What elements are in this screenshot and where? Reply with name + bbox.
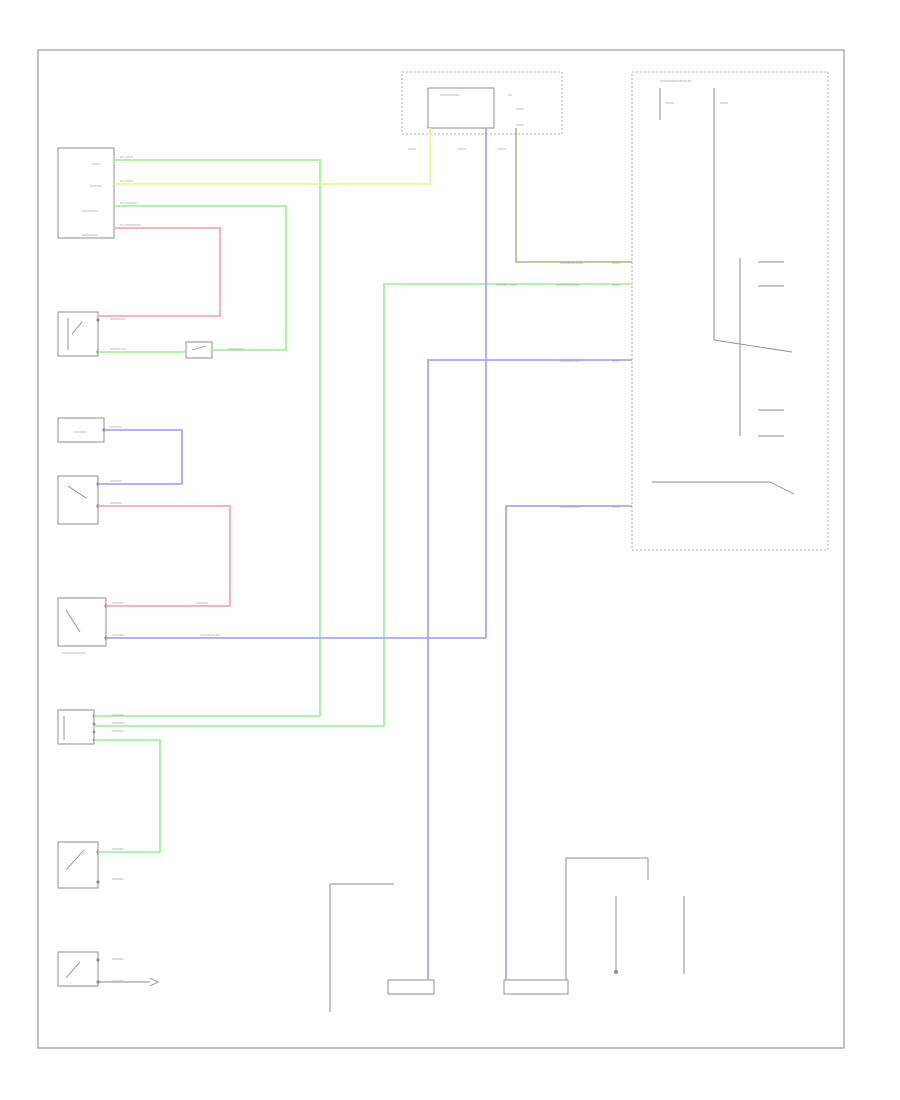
diagram-frame: [37, 49, 845, 1049]
svg-text:▭▭▭: ▭▭▭: [112, 632, 124, 637]
ground-mid-component: [614, 896, 618, 974]
svg-text:▭▭▭▭▭: ▭▭▭▭▭: [560, 358, 580, 363]
svg-text:▭▭: ▭▭: [612, 358, 620, 363]
svg-text:▭▭▭: ▭▭▭: [196, 600, 208, 605]
coolant-pressure-switch-component: [185, 341, 213, 359]
svg-text:▭▭: ▭▭: [612, 504, 620, 509]
wire-olive-1: [515, 128, 632, 263]
ac-pressure-switch-component: [57, 475, 100, 525]
svg-text:▭▭▭: ▭▭▭: [110, 478, 122, 483]
wire-red-2: [98, 505, 231, 607]
svg-text:▭▭▭: ▭▭▭: [112, 956, 124, 961]
svg-text:▭▭▭: ▭▭▭: [112, 712, 124, 717]
svg-text:▭▭▭▭▭▭: ▭▭▭▭▭▭: [556, 282, 580, 287]
radiator-fan-relay-component: [713, 258, 793, 437]
svg-text:▭▭▭▭▭▭: ▭▭▭▭▭▭: [62, 650, 86, 655]
svg-text:▭▭▭ ▭▭: ▭▭▭ ▭▭: [496, 282, 517, 287]
coolant-temp-switch-component: [57, 951, 100, 987]
fuse-box-component: ▭▭▭▭▭ ▭ ▭▭ ▭▭: [401, 71, 563, 135]
ac-compressor-component: ▭▭▭▭▭▭: [57, 597, 108, 655]
svg-text:▭ ▭▭: ▭ ▭▭: [120, 154, 133, 159]
svg-text:▭▭▭: ▭▭▭: [74, 429, 86, 434]
wire-green-4: [94, 283, 632, 727]
svg-text:▭▭: ▭▭: [612, 282, 620, 287]
svg-text:▭▭: ▭▭: [516, 122, 524, 127]
ground-left-component: [329, 883, 394, 1012]
svg-text:▭▭: ▭▭: [408, 146, 416, 151]
svg-text:▭▭▭▭: ▭▭▭▭: [110, 316, 126, 321]
wire-blue-3: [427, 359, 632, 980]
ac-compressor-relay-component: [652, 481, 795, 495]
radiator-fan-motor-component: [387, 979, 435, 995]
svg-text:▭: ▭: [508, 92, 512, 97]
svg-text:▭ ▭▭▭▭: ▭ ▭▭▭▭: [120, 222, 141, 227]
svg-text:▭▭▭: ▭▭▭: [90, 183, 102, 188]
ac-condenser-fan-motor-component: [503, 857, 649, 995]
svg-text:▭▭: ▭▭: [612, 260, 620, 265]
relay-box-component: ▭▭▭▭▭▭▭▭ ▭▭ ▭▭: [631, 71, 829, 551]
svg-text:▭▭▭▭▭▭▭▭: ▭▭▭▭▭▭▭▭: [660, 78, 692, 83]
svg-text:▭▭▭: ▭▭▭: [112, 728, 124, 733]
radiator-fan-switch-component: [57, 841, 100, 889]
svg-text:▭▭▭: ▭▭▭: [112, 876, 124, 881]
wire-code-tags: ▭ ▭▭ ▭ ▭▭ ▭ ▭▭▭ ▭ ▭▭▭▭ ▭▭▭▭ ▭▭▭▭ ▭▭▭▭ ▭▭…: [110, 146, 620, 983]
ground-point-component: [98, 977, 160, 987]
wire-blue-4: [505, 505, 632, 980]
wire-blue-1: [98, 429, 183, 485]
svg-text:▭▭▭▭: ▭▭▭▭: [228, 346, 244, 351]
svg-text:▭ ▭▭: ▭ ▭▭: [120, 178, 133, 183]
svg-text:▭▭▭: ▭▭▭: [112, 600, 124, 605]
svg-text:▭▭: ▭▭: [720, 100, 728, 105]
svg-text:▭▭▭▭▭: ▭▭▭▭▭: [200, 632, 220, 637]
wire-yellow-1: [114, 128, 431, 185]
svg-text:▭▭▭: ▭▭▭: [112, 978, 124, 983]
svg-text:▭▭▭▭: ▭▭▭▭: [82, 208, 98, 213]
brake-pressure-sensor-component: [57, 311, 100, 357]
svg-text:▭▭: ▭▭: [666, 100, 674, 105]
svg-text:▭▭: ▭▭: [498, 146, 506, 151]
wire-blue-2: [106, 128, 487, 639]
wire-green-1: [94, 159, 321, 717]
wire-red-1: [98, 227, 221, 317]
svg-text:▭▭▭▭▭: ▭▭▭▭▭: [560, 504, 580, 509]
svg-text:▭▭▭▭: ▭▭▭▭: [82, 232, 98, 237]
svg-text:▭▭▭▭▭: ▭▭▭▭▭: [440, 92, 460, 97]
svg-text:▭▭▭▭▭▭: ▭▭▭▭▭▭: [560, 260, 584, 265]
svg-text:▭▭▭: ▭▭▭: [112, 720, 124, 725]
svg-text:▭▭▭: ▭▭▭: [112, 846, 124, 851]
ecm-component: ▭▭ ▭▭▭ ▭▭▭▭ ▭▭▭▭: [57, 147, 115, 239]
svg-text:▭▭: ▭▭: [458, 146, 466, 151]
svg-text:▭▭: ▭▭: [516, 106, 524, 111]
svg-text:▭▭▭▭: ▭▭▭▭: [110, 346, 126, 351]
svg-text:▭▭: ▭▭: [92, 161, 100, 166]
water-temp-sensor-component: ▭▭▭: [57, 417, 106, 443]
wire-green-5: [94, 739, 161, 853]
wire-green-2: [114, 205, 287, 351]
svg-text:▭▭▭: ▭▭▭: [110, 500, 122, 505]
svg-text:▭▭▭: ▭▭▭: [110, 424, 122, 429]
svg-text:▭ ▭▭▭: ▭ ▭▭▭: [120, 200, 137, 205]
ac-dual-pressure-switch-component: [57, 709, 96, 745]
